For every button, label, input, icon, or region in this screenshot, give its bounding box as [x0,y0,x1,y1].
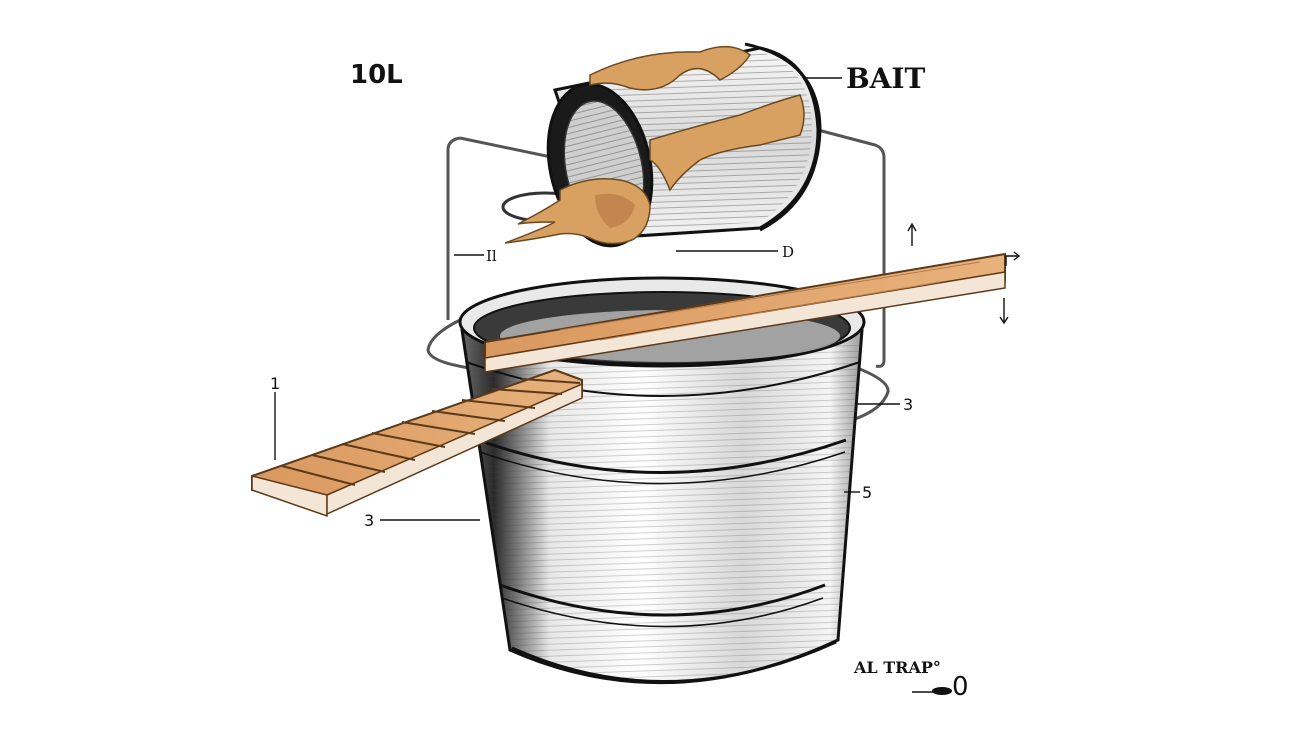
trap-name-label: AL TRAP° [853,658,941,677]
bucket-side-label: 3 [364,511,374,530]
seesaw-board [484,252,1006,373]
wire-label: Il [486,247,497,265]
bucket-band-label: 5 [862,483,872,502]
bait-can [504,42,822,248]
ramp [251,368,583,518]
handle-label: 3 [903,395,913,414]
can-axis-label: D [782,243,794,261]
leader-lines [274,77,948,693]
trap-mark-dot [932,687,952,695]
arrow-up-icon [907,222,917,246]
volume-label: 10L [350,60,403,90]
bait-label: BAIT [846,62,925,95]
corner-arrow-icon [1005,251,1021,266]
arrow-down-icon [999,298,1009,325]
ramp-label: 1 [270,374,280,393]
trap-mark-label: 0 [952,672,969,702]
